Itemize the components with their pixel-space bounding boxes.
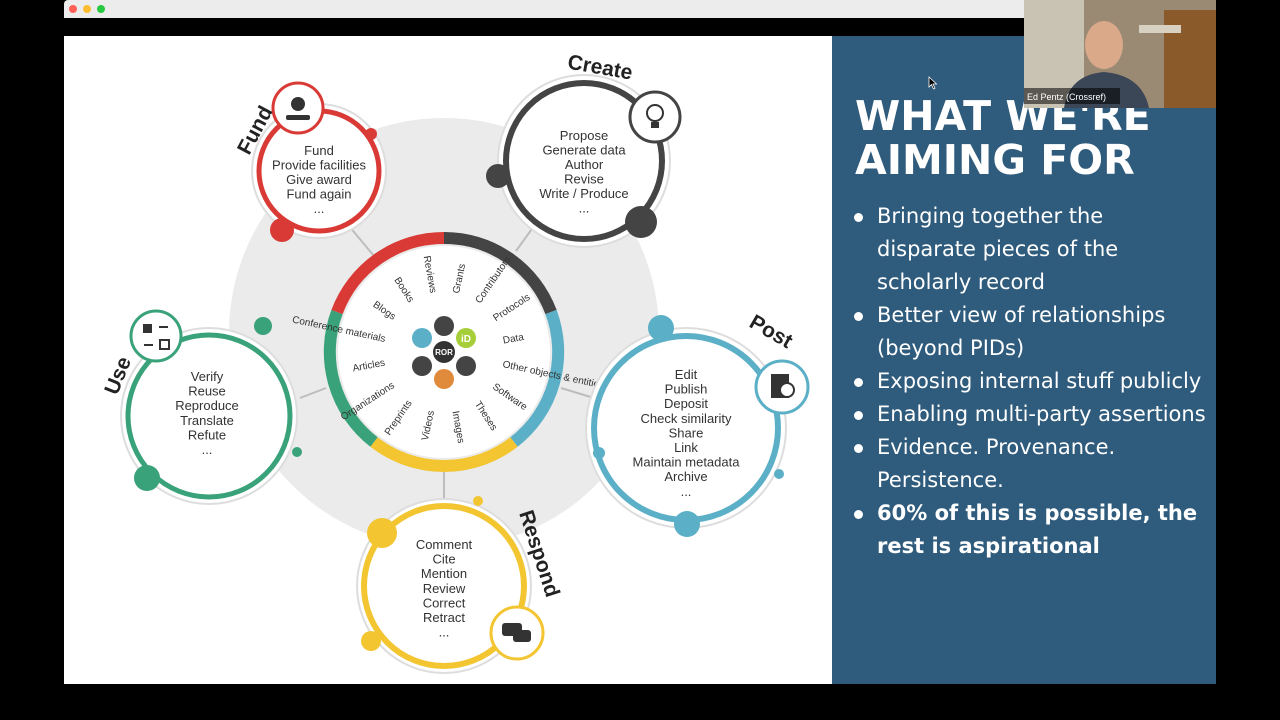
post-item: Check similarity <box>640 411 732 426</box>
fund-item: Fund <box>304 143 334 158</box>
bullet-item: Evidence. Provenance. Persistence. <box>852 431 1208 497</box>
fund-item: ... <box>314 201 325 216</box>
post-item: Share <box>669 425 704 440</box>
hub-arc-fund <box>331 231 445 315</box>
connector-lines <box>299 225 595 501</box>
maximize-window-button[interactable] <box>97 5 105 13</box>
post-item: Maintain metadata <box>633 455 741 470</box>
bullet-item: Bringing together the disparate pieces o… <box>852 200 1208 299</box>
orcid-label: iD <box>461 334 471 345</box>
post-item: Publish <box>665 382 708 397</box>
slide-title: WHAT WE'RE AIMING FOR <box>855 94 1205 182</box>
create-item: ... <box>579 201 590 216</box>
hub-arc-use <box>323 309 378 447</box>
document-icon <box>456 356 476 376</box>
bullet-item-emphasis: 60% of this is possible, the rest is asp… <box>852 497 1208 563</box>
respond-item: Cite <box>432 552 455 567</box>
ror-label: ROR <box>435 348 453 357</box>
bullet-item: Better view of relationships (beyond PID… <box>852 299 1208 365</box>
fund-item: Fund again <box>286 187 351 202</box>
respond-item: Correct <box>423 595 466 610</box>
post-item: ... <box>681 484 692 499</box>
fund-item: Give award <box>286 172 352 187</box>
hub-spoke-label: Data <box>502 332 525 347</box>
minimize-window-button[interactable] <box>83 5 91 13</box>
hub-arc-create <box>443 231 557 315</box>
create-item: Write / Produce <box>539 186 628 201</box>
respond-item: Mention <box>421 566 467 581</box>
hub-icons: iD ROR <box>412 316 476 389</box>
post-item: Deposit <box>664 396 708 411</box>
participant-video-tile[interactable]: Ed Pentz (Crossref) <box>1024 0 1216 108</box>
post-item: Archive <box>664 469 707 484</box>
orcid-icon <box>456 328 476 348</box>
post-label: Post <box>746 310 797 353</box>
respond-item: Retract <box>423 610 465 625</box>
use-item: Reuse <box>188 384 226 399</box>
use-item: Translate <box>180 413 234 428</box>
bullet-item: Exposing internal stuff publicly <box>852 365 1208 398</box>
create-item: Propose <box>560 128 608 143</box>
hub-arc-post <box>510 309 565 447</box>
create-item: Author <box>565 157 604 172</box>
post-item: Link <box>674 440 698 455</box>
bullet-item: Enabling multi-party assertions <box>852 398 1208 431</box>
create-item: Generate data <box>542 143 626 158</box>
use-item: ... <box>202 442 213 457</box>
ror-icon <box>433 341 455 363</box>
use-item: Verify <box>191 369 224 384</box>
fund-item: Provide facilities <box>272 158 366 173</box>
shapes-swap-icon <box>129 309 183 363</box>
close-window-button[interactable] <box>69 5 77 13</box>
institution-icon <box>434 316 454 336</box>
slide-title-line-2: AIMING FOR <box>855 136 1135 184</box>
hub-arc-respond <box>370 437 518 472</box>
respond-item: Review <box>423 581 466 596</box>
use-item: Reproduce <box>175 398 239 413</box>
respond-item: Comment <box>416 537 473 552</box>
slide-text-panel: WHAT WE'RE AIMING FOR Bringing together … <box>832 36 1216 684</box>
hub-ring <box>323 231 565 472</box>
respond-item: ... <box>439 625 450 640</box>
window-titlebar <box>64 0 1026 18</box>
participant-name: Ed Pentz (Crossref) <box>1027 92 1106 102</box>
create-item: Revise <box>564 172 604 187</box>
mouse-pointer-icon <box>928 76 938 90</box>
participant-video: Ed Pentz (Crossref) <box>1024 0 1216 108</box>
bullet-list: Bringing together the disparate pieces o… <box>852 200 1208 563</box>
use-item: Refute <box>188 427 226 442</box>
monitor-icon <box>412 356 432 376</box>
preprint-icon <box>434 369 454 389</box>
pie-chart-icon <box>412 328 432 348</box>
lightbulb-icon <box>628 90 682 144</box>
post-item: Edit <box>675 367 698 382</box>
